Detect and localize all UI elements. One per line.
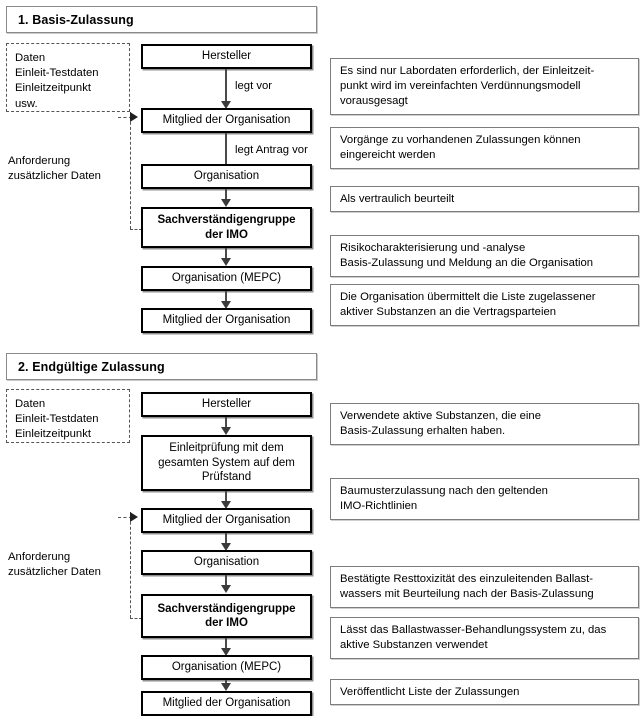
connector-1-basis	[225, 69, 227, 105]
feedback-connector-bottom-endgueltig	[130, 618, 142, 619]
note-text: Bestätigte Resttoxizität des einzuleiten…	[340, 573, 594, 600]
section-header-endgueltige-zulassung: 2. Endgültige Zulassung	[6, 353, 317, 380]
arrow-head-3-endgueltig	[221, 543, 231, 551]
flow-box-hersteller-basis: Hersteller	[141, 44, 312, 69]
arrow-head-1-basis	[221, 101, 231, 109]
flow-box-mitglied-1-basis: Mitglied der Organisation	[141, 108, 312, 133]
connector-4-endgueltig	[225, 575, 227, 589]
arrow-head-5-endgueltig	[221, 648, 231, 656]
arrow-head-5-basis	[221, 301, 231, 309]
note-box-basis-1: Es sind nur Labordaten erforderlich, der…	[330, 58, 639, 115]
arrow-head-4-basis	[221, 258, 231, 266]
connector-5-endgueltig	[225, 638, 227, 652]
flow-box-einleitpruefung-endgueltig: Einleitprüfung mit dem gesamten System a…	[141, 435, 312, 491]
flow-box-label: Einleitprüfung mit dem gesamten System a…	[158, 442, 295, 484]
edge-label-legt-antrag-vor: legt Antrag vor	[235, 144, 308, 156]
arrow-head-2-endgueltig	[221, 501, 231, 509]
note-box-endgueltig-3: Bestätigte Resttoxizität des einzuleiten…	[330, 566, 639, 608]
flow-box-sachverstaendigengruppe-basis: Sachverständigengruppe der IMO	[141, 207, 312, 248]
note-text: Es sind nur Labordaten erforderlich, der…	[340, 65, 595, 107]
flow-box-hersteller-endgueltig: Hersteller	[141, 392, 312, 417]
data-input-box-endgueltig: Daten Einleit-Testdaten Einleitzeitpunkt	[6, 389, 130, 443]
feedback-connector-bottom-basis	[130, 229, 142, 230]
flow-box-label: Sachverständigengruppe der IMO	[157, 214, 296, 241]
feedback-connector-vertical-basis	[130, 112, 131, 229]
feedback-label-basis: Anforderung zusätzlicher Daten	[8, 155, 101, 183]
flow-box-sachverstaendigengruppe-endgueltig: Sachverständigengruppe der IMO	[141, 594, 312, 638]
feedback-label-endgueltig: Anforderung zusätzlicher Daten	[8, 551, 101, 579]
note-box-basis-2: Vorgänge zu vorhandenen Zulassungen könn…	[330, 127, 639, 169]
flow-box-organisation-endgueltig: Organisation	[141, 550, 312, 575]
note-text: Baumusterzulassung nach den geltenden IM…	[340, 485, 548, 512]
flow-box-mitglied-2-endgueltig: Mitglied der Organisation	[141, 691, 312, 716]
connector-5-basis	[225, 291, 227, 305]
edge-label-legt-vor: legt vor	[235, 80, 273, 92]
flow-box-organisation-basis: Organisation	[141, 164, 312, 189]
note-box-endgueltig-5: Veröffentlicht Liste der Zulassungen	[330, 679, 639, 705]
feedback-arrow-head-endgueltig	[130, 512, 138, 522]
note-box-endgueltig-1: Verwendete aktive Substanzen, die eine B…	[330, 403, 639, 445]
feedback-arrow-head-basis	[130, 112, 138, 122]
feedback-connector-top-endgueltig	[118, 517, 132, 518]
note-text: Lässt das Ballastwasser-Behandlungssyste…	[340, 624, 607, 651]
data-input-box-basis: Daten Einleit-Testdaten Einleitzeitpunkt…	[6, 43, 130, 112]
connector-2-endgueltig	[225, 491, 227, 505]
note-text: Verwendete aktive Substanzen, die eine B…	[340, 410, 541, 437]
connector-3-endgueltig	[225, 533, 227, 547]
connector-1-endgueltig	[225, 417, 227, 431]
arrow-head-1-endgueltig	[221, 427, 231, 435]
note-box-basis-4: Risikocharakterisierung und -analyse Bas…	[330, 235, 639, 277]
flow-box-mitglied-1-endgueltig: Mitglied der Organisation	[141, 508, 312, 533]
connector-3-basis	[225, 189, 227, 203]
flow-box-organisation-mepc-endgueltig: Organisation (MEPC)	[141, 655, 312, 680]
feedback-connector-top-basis	[118, 117, 132, 118]
arrow-head-4-endgueltig	[221, 585, 231, 593]
note-box-basis-5: Die Organisation übermittelt die Liste z…	[330, 284, 639, 326]
section-header-basis-zulassung: 1. Basis-Zulassung	[6, 6, 317, 33]
connector-4-basis	[225, 248, 227, 262]
note-text: Vorgänge zu vorhandenen Zulassungen könn…	[340, 134, 581, 161]
connector-2-basis	[225, 133, 227, 169]
note-box-basis-3: Als vertraulich beurteilt	[330, 186, 639, 212]
note-text: Veröffentlicht Liste der Zulassungen	[340, 685, 520, 698]
note-text: Als vertraulich beurteilt	[340, 192, 455, 205]
flow-box-organisation-mepc-basis: Organisation (MEPC)	[141, 266, 312, 291]
flow-box-mitglied-2-basis: Mitglied der Organisation	[141, 308, 312, 333]
feedback-connector-vertical-endgueltig	[130, 512, 131, 618]
note-text: Die Organisation übermittelt die Liste z…	[340, 291, 596, 318]
arrow-head-3-basis	[221, 199, 231, 207]
arrow-head-6-endgueltig	[221, 683, 231, 691]
note-text: Risikocharakterisierung und -analyse Bas…	[340, 242, 594, 269]
flow-box-label: Sachverständigengruppe der IMO	[157, 602, 296, 630]
note-box-endgueltig-4: Lässt das Ballastwasser-Behandlungssyste…	[330, 617, 639, 659]
note-box-endgueltig-2: Baumusterzulassung nach den geltenden IM…	[330, 478, 639, 520]
